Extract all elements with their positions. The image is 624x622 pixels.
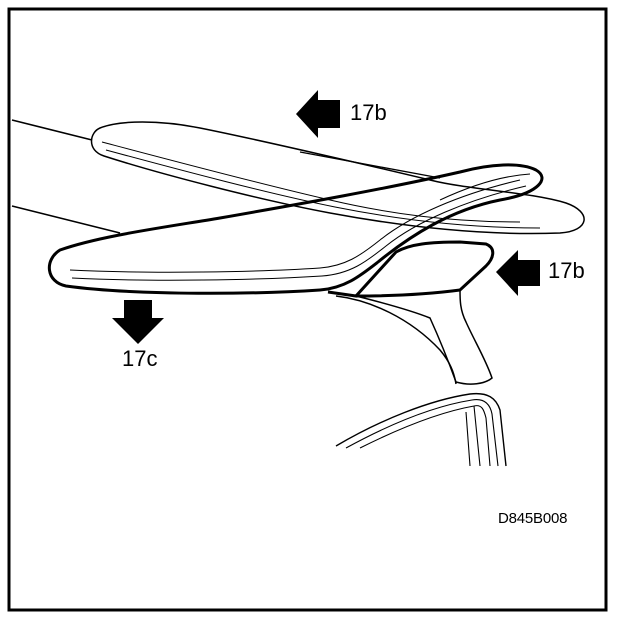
arrow-17b-right <box>496 250 540 296</box>
window-line-upper <box>11 119 93 141</box>
door-line-5 <box>465 411 471 467</box>
figure-code: D845B008 <box>498 510 568 527</box>
mirror-rear-outline <box>90 121 585 235</box>
door-line-3 <box>359 405 491 467</box>
door-line-4 <box>473 405 481 467</box>
door-line-1 <box>335 392 507 467</box>
callout-17b-top: 17b <box>350 100 387 125</box>
mirror-front-inner-2 <box>71 185 527 281</box>
door-line-2 <box>345 399 499 467</box>
arrow-17b-top <box>296 90 340 138</box>
window-line-lower <box>11 205 121 234</box>
mirror-front-outline <box>48 163 544 295</box>
arrow-17c-down <box>112 300 164 344</box>
mirror-rear-inner <box>101 141 521 223</box>
mirror-arm-curve <box>335 295 457 385</box>
mirror-rear-inner-2 <box>105 149 541 229</box>
figure-frame <box>7 7 608 612</box>
mirror-arm <box>355 289 493 385</box>
mirror-base-bold <box>327 240 495 298</box>
callout-17c-bottom: 17c <box>122 346 158 371</box>
mirror-front-inner-1 <box>69 179 521 273</box>
callout-17b-right: 17b <box>548 258 585 283</box>
mirror-front-inner-3 <box>439 173 531 201</box>
